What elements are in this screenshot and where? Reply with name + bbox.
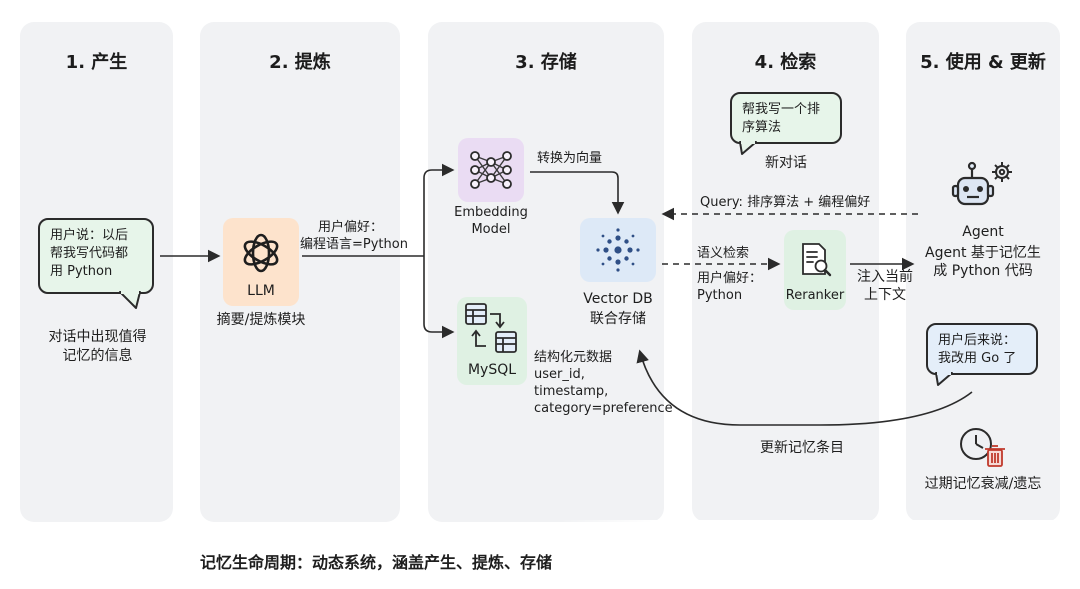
decay-label: 过期记忆衰减/遗忘 <box>924 476 1042 492</box>
table-transfer-icon <box>465 303 517 353</box>
embedding-model-node <box>458 138 524 202</box>
llm-node: LLM <box>223 218 299 306</box>
query-label: Query: 排序算法 + 编程偏好 <box>700 195 871 210</box>
document-search-icon <box>802 243 832 277</box>
llm-caption: 摘要/提炼模块 <box>216 312 306 328</box>
bubble-line: 用户后来说： <box>938 333 1017 348</box>
user-statement-bubble: 用户说：以后 帮我写代码都 用 Python <box>38 218 154 294</box>
bubble-line: 用户说：以后 <box>50 228 129 243</box>
label-line: Embedding <box>454 205 528 220</box>
column-title: 5. 使用 & 更新 <box>920 52 1046 73</box>
semantic-search-label: 语义检索 <box>697 246 750 261</box>
mysql-node: MySQL <box>457 297 527 385</box>
column-title: 1. 产生 <box>65 52 128 73</box>
label-line: 上下文 <box>864 287 906 303</box>
column-title: 3. 存储 <box>515 52 577 73</box>
mysql-metadata: 结构化元数据 user_id, timestamp, category=pref… <box>534 349 674 417</box>
llm-label: LLM <box>247 283 275 299</box>
footer-fade <box>560 520 1080 589</box>
bubble-tail-icon <box>739 141 757 155</box>
new-conversation-caption: 新对话 <box>765 155 807 171</box>
vector-db-node <box>580 218 656 282</box>
vector-db-caption: 联合存储 <box>590 311 646 327</box>
mysql-label: MySQL <box>467 362 517 378</box>
footer-caption: 记忆生命周期：动态系统，涵盖产生、提炼、存储 <box>200 553 553 572</box>
embedding-model-label: Embedding Model <box>440 204 542 238</box>
distill-edge-label: 用户偏好： 编程语言=Python <box>300 219 420 253</box>
reranker-node: Reranker <box>784 230 846 310</box>
vector-db-icon <box>596 228 640 272</box>
caption-line: Agent 基于记忆生 <box>925 245 1041 261</box>
update-statement-bubble: 用户后来说： 我改用 Go 了 <box>926 323 1038 375</box>
agent-caption: Agent 基于记忆生 成 Python 代码 <box>912 244 1054 280</box>
llm-logo-icon <box>243 233 279 273</box>
column-title: 4. 检索 <box>754 52 817 73</box>
bubble-tail-icon <box>119 291 141 309</box>
new-query-bubble: 帮我写一个排 序算法 <box>730 92 842 144</box>
edge-label-line: 编程语言=Python <box>300 237 408 252</box>
agent-label: Agent <box>962 224 1004 240</box>
bubble-tail-icon <box>935 372 953 386</box>
neural-network-icon <box>470 151 512 189</box>
column-title: 2. 提炼 <box>269 52 331 73</box>
generate-caption: 对话中出现值得 记忆的信息 <box>30 328 165 366</box>
inject-context-label: 注入当前 上下文 <box>855 268 915 304</box>
bubble-line: 我改用 Go 了 <box>938 351 1017 366</box>
edge-label-line: 用户偏好： <box>318 220 384 235</box>
bubble-line: 帮我写一个排 <box>742 102 821 117</box>
caption-line: 记忆的信息 <box>62 348 133 364</box>
clock-trash-icon <box>960 428 1005 467</box>
vector-db-label: Vector DB <box>583 291 653 307</box>
bubble-line: 序算法 <box>742 120 782 135</box>
bubble-line: 帮我写代码都 <box>50 246 129 261</box>
label-line: 注入当前 <box>857 269 913 285</box>
caption-line: 对话中出现值得 <box>48 329 147 345</box>
embedding-edge-label: 转换为向量 <box>537 151 603 166</box>
label-line: Python <box>697 288 743 303</box>
metadata-line: category=preference <box>534 401 673 416</box>
metadata-line: timestamp, <box>534 384 609 399</box>
label-line: Model <box>471 222 511 237</box>
metadata-line: user_id, <box>534 367 585 382</box>
label-line: 用户偏好： <box>697 271 763 286</box>
caption-line: 成 Python 代码 <box>933 263 1033 279</box>
agent-robot-icon <box>951 161 1012 206</box>
reranker-label: Reranker <box>785 288 845 303</box>
preference-label: 用户偏好： Python <box>697 270 762 304</box>
update-memory-label: 更新记忆条目 <box>760 440 844 456</box>
bubble-line: 用 Python <box>50 264 113 279</box>
metadata-line: 结构化元数据 <box>534 350 613 365</box>
